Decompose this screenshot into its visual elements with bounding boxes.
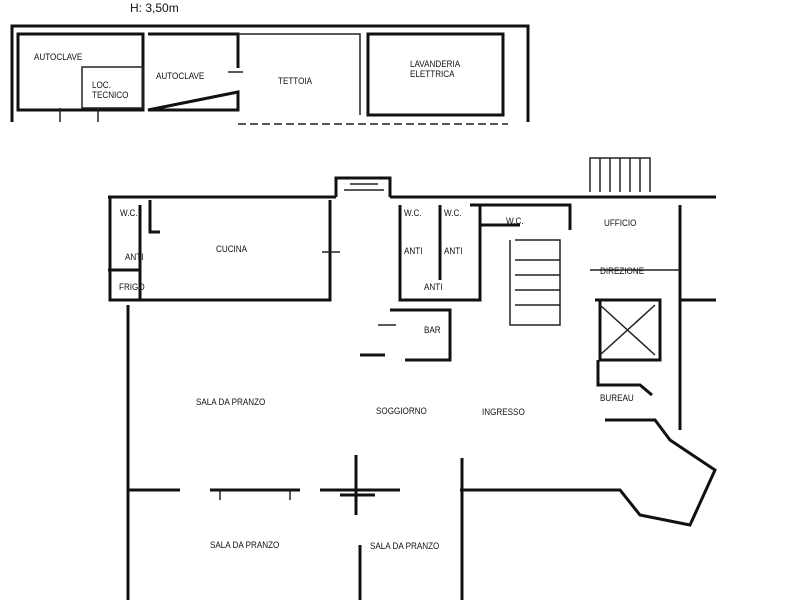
room-label: CUCINA: [216, 244, 248, 254]
room-label: SALA DA PRANZO: [196, 397, 266, 407]
room-label: LAVANDERIA ELETTRICA: [410, 59, 460, 79]
room-label: AUTOCLAVE: [34, 52, 83, 62]
room-label: ANTI: [444, 246, 463, 256]
room-label: INGRESSO: [482, 407, 525, 417]
room-label: LOC. TECNICO: [92, 80, 129, 100]
room-label: TETTOIA: [278, 76, 313, 86]
room-label: BUREAU: [600, 393, 634, 403]
room-label: DIREZIONE: [600, 266, 645, 276]
room-label: ANTI: [404, 246, 423, 256]
room-label: W.C.: [404, 208, 422, 218]
room-label: BAR: [424, 325, 441, 335]
room-label: UFFICIO: [604, 218, 637, 228]
room-label: W.C.: [120, 208, 138, 218]
room-label: W.C.: [506, 216, 524, 226]
height-label: H: 3,50m: [128, 1, 181, 15]
room-label: SALA DA PRANZO: [370, 541, 440, 551]
room-label: ANTI: [125, 252, 144, 262]
annex-walls: [10, 24, 530, 125]
room-label: W.C.: [444, 208, 462, 218]
room-label: SALA DA PRANZO: [210, 540, 280, 550]
room-label: FRIGO: [119, 282, 145, 292]
building-walls: [108, 157, 717, 600]
room-label: ANTI: [424, 282, 443, 292]
room-label: AUTOCLAVE: [156, 71, 205, 81]
room-label: SOGGIORNO: [376, 406, 427, 416]
